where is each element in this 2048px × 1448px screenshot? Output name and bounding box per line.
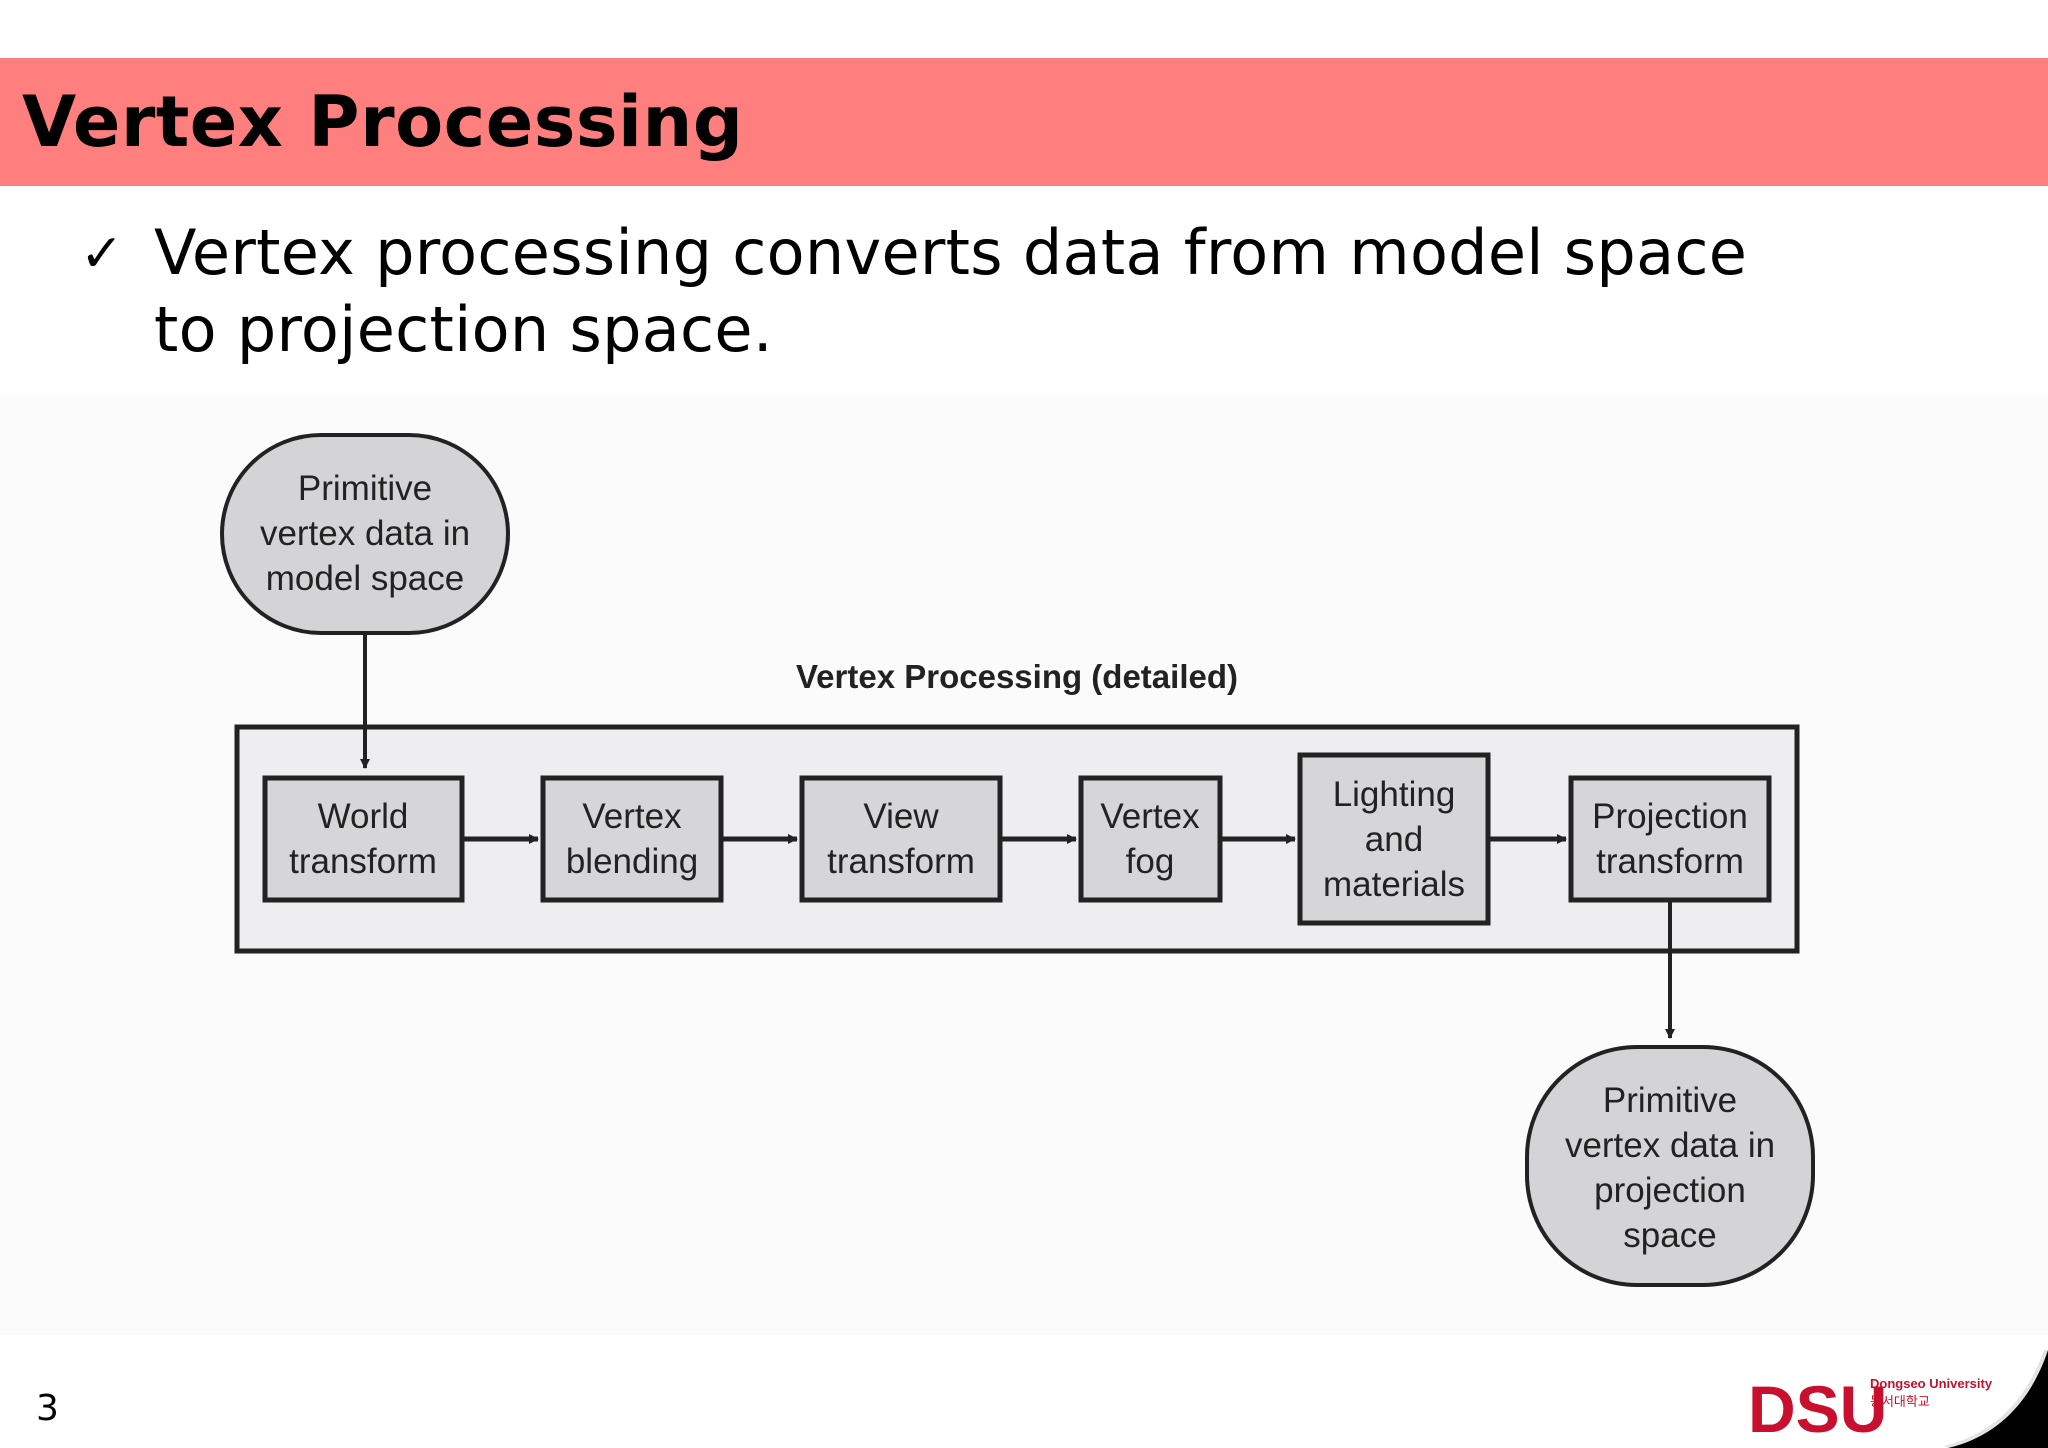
bullet-text: Vertex processing converts data from mod…	[154, 216, 1748, 366]
stage-lighting-and-materials: Lighting and materials	[1297, 752, 1491, 926]
input-node: Primitive vertex data in model space	[220, 433, 510, 635]
stage-world-transform: World transform	[262, 775, 465, 903]
stage-label-line: transform	[1596, 842, 1744, 881]
check-icon: ✓	[80, 224, 124, 284]
corner-swoosh	[1948, 1350, 2048, 1448]
stage-vertex-blending: Vertex blending	[540, 775, 724, 903]
stage-label-line: Vertex	[582, 797, 682, 836]
output-node-line: vertex data in	[1565, 1126, 1775, 1165]
logo-english: Dongseo University	[1870, 1376, 1993, 1391]
page-number: 3	[36, 1388, 59, 1429]
logo-letters: DSU	[1748, 1372, 1887, 1446]
title-bar: Vertex Processing	[0, 58, 2048, 186]
logo-korean: 동서대학교	[1870, 1395, 1930, 1410]
dongseo-university-logo: DSU Dongseo University 동서대학교	[1748, 1350, 2048, 1448]
output-node-line: projection	[1594, 1171, 1746, 1210]
stage-label-line: materials	[1323, 865, 1465, 904]
input-node-line: Primitive	[298, 469, 432, 508]
stage-label-line: blending	[566, 842, 698, 881]
input-node-line: model space	[266, 559, 464, 598]
output-node-line: Primitive	[1603, 1081, 1737, 1120]
slide-title: Vertex Processing	[22, 81, 744, 163]
input-node-line: vertex data in	[260, 514, 470, 553]
stage-label-line: fog	[1126, 842, 1175, 881]
stage-vertex-fog: Vertex fog	[1078, 775, 1223, 903]
stage-label-line: View	[863, 797, 939, 836]
diagram-title: Vertex Processing (detailed)	[796, 658, 1238, 695]
stage-projection-transform: Projection transform	[1568, 775, 1772, 903]
stage-label-line: transform	[827, 842, 975, 881]
stage-label-line: World	[318, 797, 409, 836]
stage-label-line: transform	[289, 842, 437, 881]
stage-label-line: Lighting	[1333, 775, 1456, 814]
stage-view-transform: View transform	[799, 775, 1003, 903]
stage-label-line: Vertex	[1100, 797, 1200, 836]
stage-label-line: and	[1365, 820, 1423, 859]
stage-label-line: Projection	[1592, 797, 1748, 836]
output-node: Primitive vertex data in projection spac…	[1525, 1045, 1815, 1287]
output-node-line: space	[1623, 1216, 1716, 1255]
